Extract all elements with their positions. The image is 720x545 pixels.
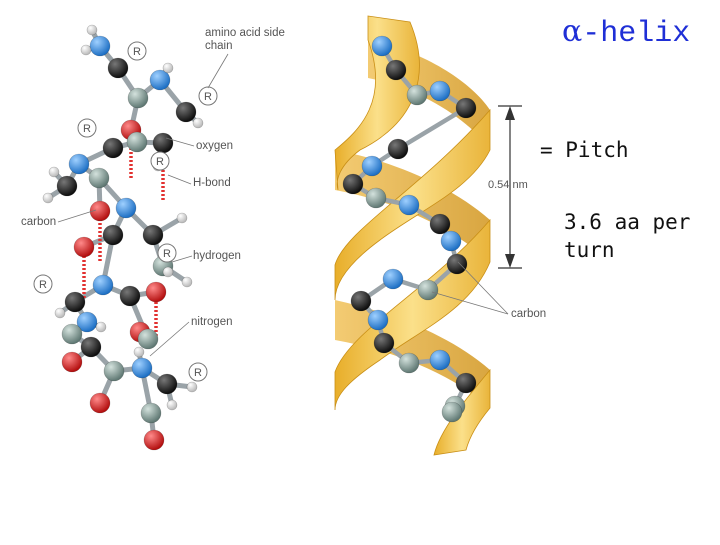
bond	[398, 108, 466, 149]
carbon-atom	[65, 292, 85, 312]
nitrogen-atom	[368, 310, 388, 330]
carbon-atom	[57, 176, 77, 196]
hydrogen-atom	[163, 267, 173, 277]
carbon-atom	[447, 254, 467, 274]
carbon-atom	[81, 337, 101, 357]
alpha-carbon-atom	[127, 132, 147, 152]
label-nitrogen: nitrogen	[191, 316, 233, 329]
alpha-carbon-atom	[104, 361, 124, 381]
nitrogen-atom	[372, 36, 392, 56]
hydrogen-atom	[55, 308, 65, 318]
hydrogen-atom	[87, 25, 97, 35]
alpha-carbon-atom	[89, 168, 109, 188]
nitrogen-atom	[441, 231, 461, 251]
alpha-carbon-atom	[407, 85, 427, 105]
label-hydrogen: hydrogen	[193, 250, 241, 263]
oxygen-atom	[146, 282, 166, 302]
hydrogen-atom	[177, 213, 187, 223]
label-h-bond: H-bond	[193, 177, 231, 190]
alpha-carbon-atom	[399, 353, 419, 373]
carbon-atom	[386, 60, 406, 80]
hydrogen-atom	[167, 400, 177, 410]
alpha-carbon-atom	[62, 324, 82, 344]
nitrogen-atom	[430, 81, 450, 101]
nitrogen-atom	[132, 358, 152, 378]
label-amino-acid-side-chain: amino acid side chain	[205, 27, 285, 53]
carbon-atom	[343, 174, 363, 194]
carbon-atom	[157, 374, 177, 394]
alpha-carbon-atom	[366, 188, 386, 208]
nitrogen-atom	[362, 156, 382, 176]
carbon-atom	[388, 139, 408, 159]
left-ball-and-stick-model: R R R R R R R	[34, 25, 217, 450]
carbon-atom	[176, 102, 196, 122]
hydrogen-atom	[182, 277, 192, 287]
nitrogen-atom	[430, 350, 450, 370]
carbon-atom	[103, 138, 123, 158]
carbon-atom	[351, 291, 371, 311]
carbon-atom	[108, 58, 128, 78]
hydrogen-atom	[134, 347, 144, 357]
alpha-symbol: α	[562, 14, 582, 49]
per-turn-note: 3.6 aa per turn	[564, 208, 704, 264]
oxygen-atom	[144, 430, 164, 450]
side-chain-r-label: R	[156, 156, 164, 168]
oxygen-atom	[74, 237, 94, 257]
label-pointer	[58, 210, 96, 222]
carbon-atom	[456, 98, 476, 118]
side-chain-r-label: R	[163, 248, 171, 260]
label-carbon-left: carbon	[21, 216, 56, 229]
carbon-atom	[374, 333, 394, 353]
hydrogen-atom	[43, 193, 53, 203]
label-carbon-right: carbon	[511, 308, 546, 321]
hydrogen-atom	[81, 45, 91, 55]
hydrogen-atom	[193, 118, 203, 128]
side-chain-r-label: R	[83, 123, 91, 135]
alpha-carbon-atom	[138, 329, 158, 349]
hydrogen-atom	[96, 322, 106, 332]
pitch-note: = Pitch	[540, 136, 629, 164]
carbon-atom	[456, 373, 476, 393]
carbon-atom	[430, 214, 450, 234]
alpha-carbon-atom	[141, 403, 161, 423]
carbon-atom	[143, 225, 163, 245]
nitrogen-atom	[69, 154, 89, 174]
nitrogen-atom	[93, 275, 113, 295]
label-pointer	[168, 175, 191, 184]
carbon-atom	[153, 133, 173, 153]
side-chain-r-label: R	[204, 91, 212, 103]
carbon-atom	[120, 286, 140, 306]
slide-title: α-helix	[562, 14, 690, 51]
hydrogen-atom	[49, 167, 59, 177]
oxygen-atom	[62, 352, 82, 372]
alpha-carbon-atom	[442, 402, 462, 422]
nitrogen-atom	[90, 36, 110, 56]
carbon-atom	[103, 225, 123, 245]
side-chain-r-label: R	[194, 367, 202, 379]
nitrogen-atom	[383, 269, 403, 289]
title-text: -helix	[582, 17, 690, 51]
nitrogen-atom	[399, 195, 419, 215]
hydrogen-atom	[163, 63, 173, 73]
oxygen-atom	[90, 393, 110, 413]
nitrogen-atom	[116, 198, 136, 218]
hydrogen-atom	[187, 382, 197, 392]
label-oxygen: oxygen	[196, 140, 233, 153]
alpha-carbon-atom	[128, 88, 148, 108]
label-pointer	[208, 54, 228, 88]
pitch-value-label: 0.54 nm	[488, 179, 528, 192]
side-chain-r-label: R	[39, 279, 47, 291]
side-chain-r-label: R	[133, 46, 141, 58]
alpha-carbon-atom	[418, 280, 438, 300]
